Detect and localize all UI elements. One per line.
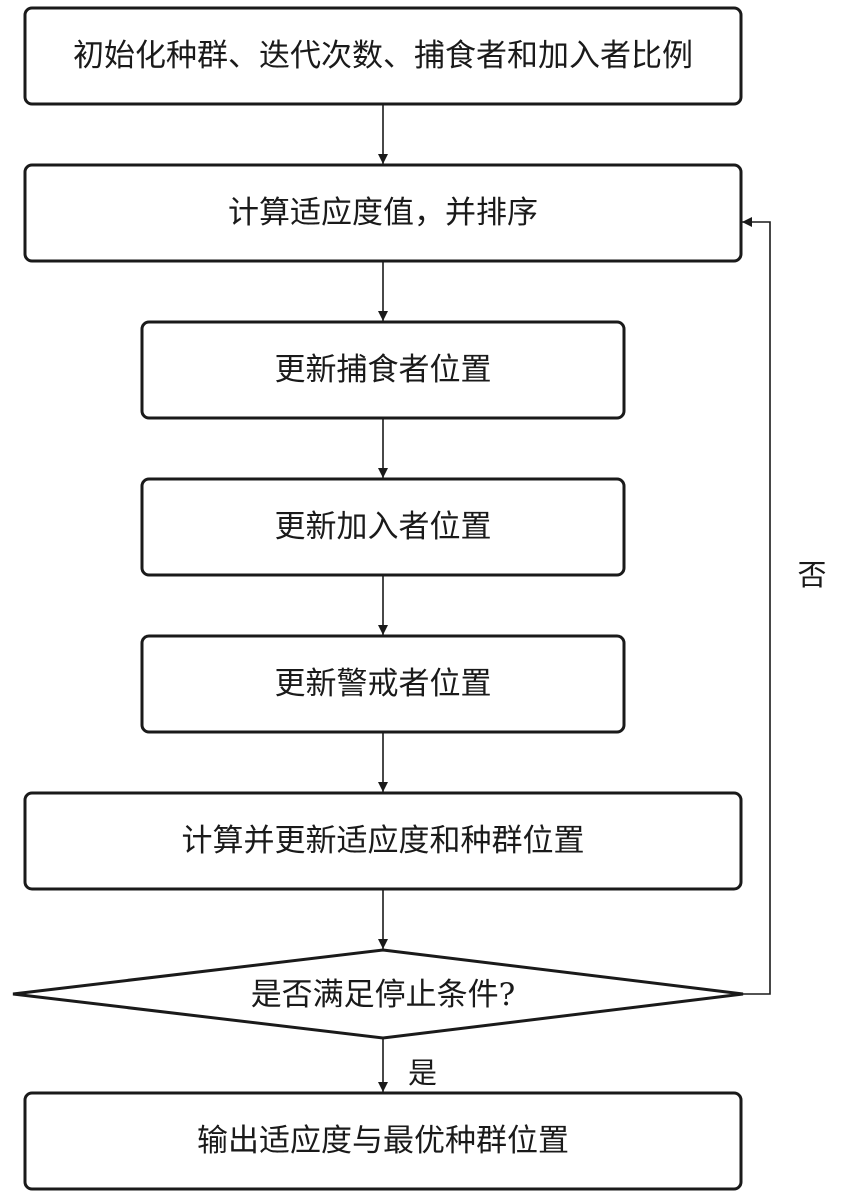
node-update-sentinel: 更新警戒者位置 [140, 634, 626, 734]
node-decision: 是否满足停止条件? [12, 948, 744, 1040]
edge-label-yes: 是 [408, 1056, 437, 1090]
arrow-loop-back-no [742, 217, 771, 995]
node-init-label: 初始化种群、迭代次数、捕食者和加入者比例 [73, 38, 693, 74]
edge-label-no: 否 [797, 558, 826, 592]
node-update-fitness-position: 计算并更新适应度和种群位置 [23, 791, 743, 891]
node-update-fitness-position-label: 计算并更新适应度和种群位置 [182, 823, 585, 859]
node-update-joiner: 更新加入者位置 [140, 477, 626, 577]
node-update-joiner-label: 更新加入者位置 [275, 509, 492, 545]
node-decision-label: 是否满足停止条件? [251, 977, 516, 1013]
node-fitness-sort-label: 计算适应度值，并排序 [228, 195, 538, 231]
node-update-sentinel-label: 更新警戒者位置 [275, 666, 492, 702]
node-fitness-sort: 计算适应度值，并排序 [23, 163, 743, 263]
node-update-producer-label: 更新捕食者位置 [275, 352, 492, 388]
node-output: 输出适应度与最优种群位置 [23, 1091, 743, 1191]
node-init: 初始化种群、迭代次数、捕食者和加入者比例 [23, 6, 743, 106]
node-update-producer: 更新捕食者位置 [140, 320, 626, 420]
node-output-label: 输出适应度与最优种群位置 [197, 1123, 569, 1159]
